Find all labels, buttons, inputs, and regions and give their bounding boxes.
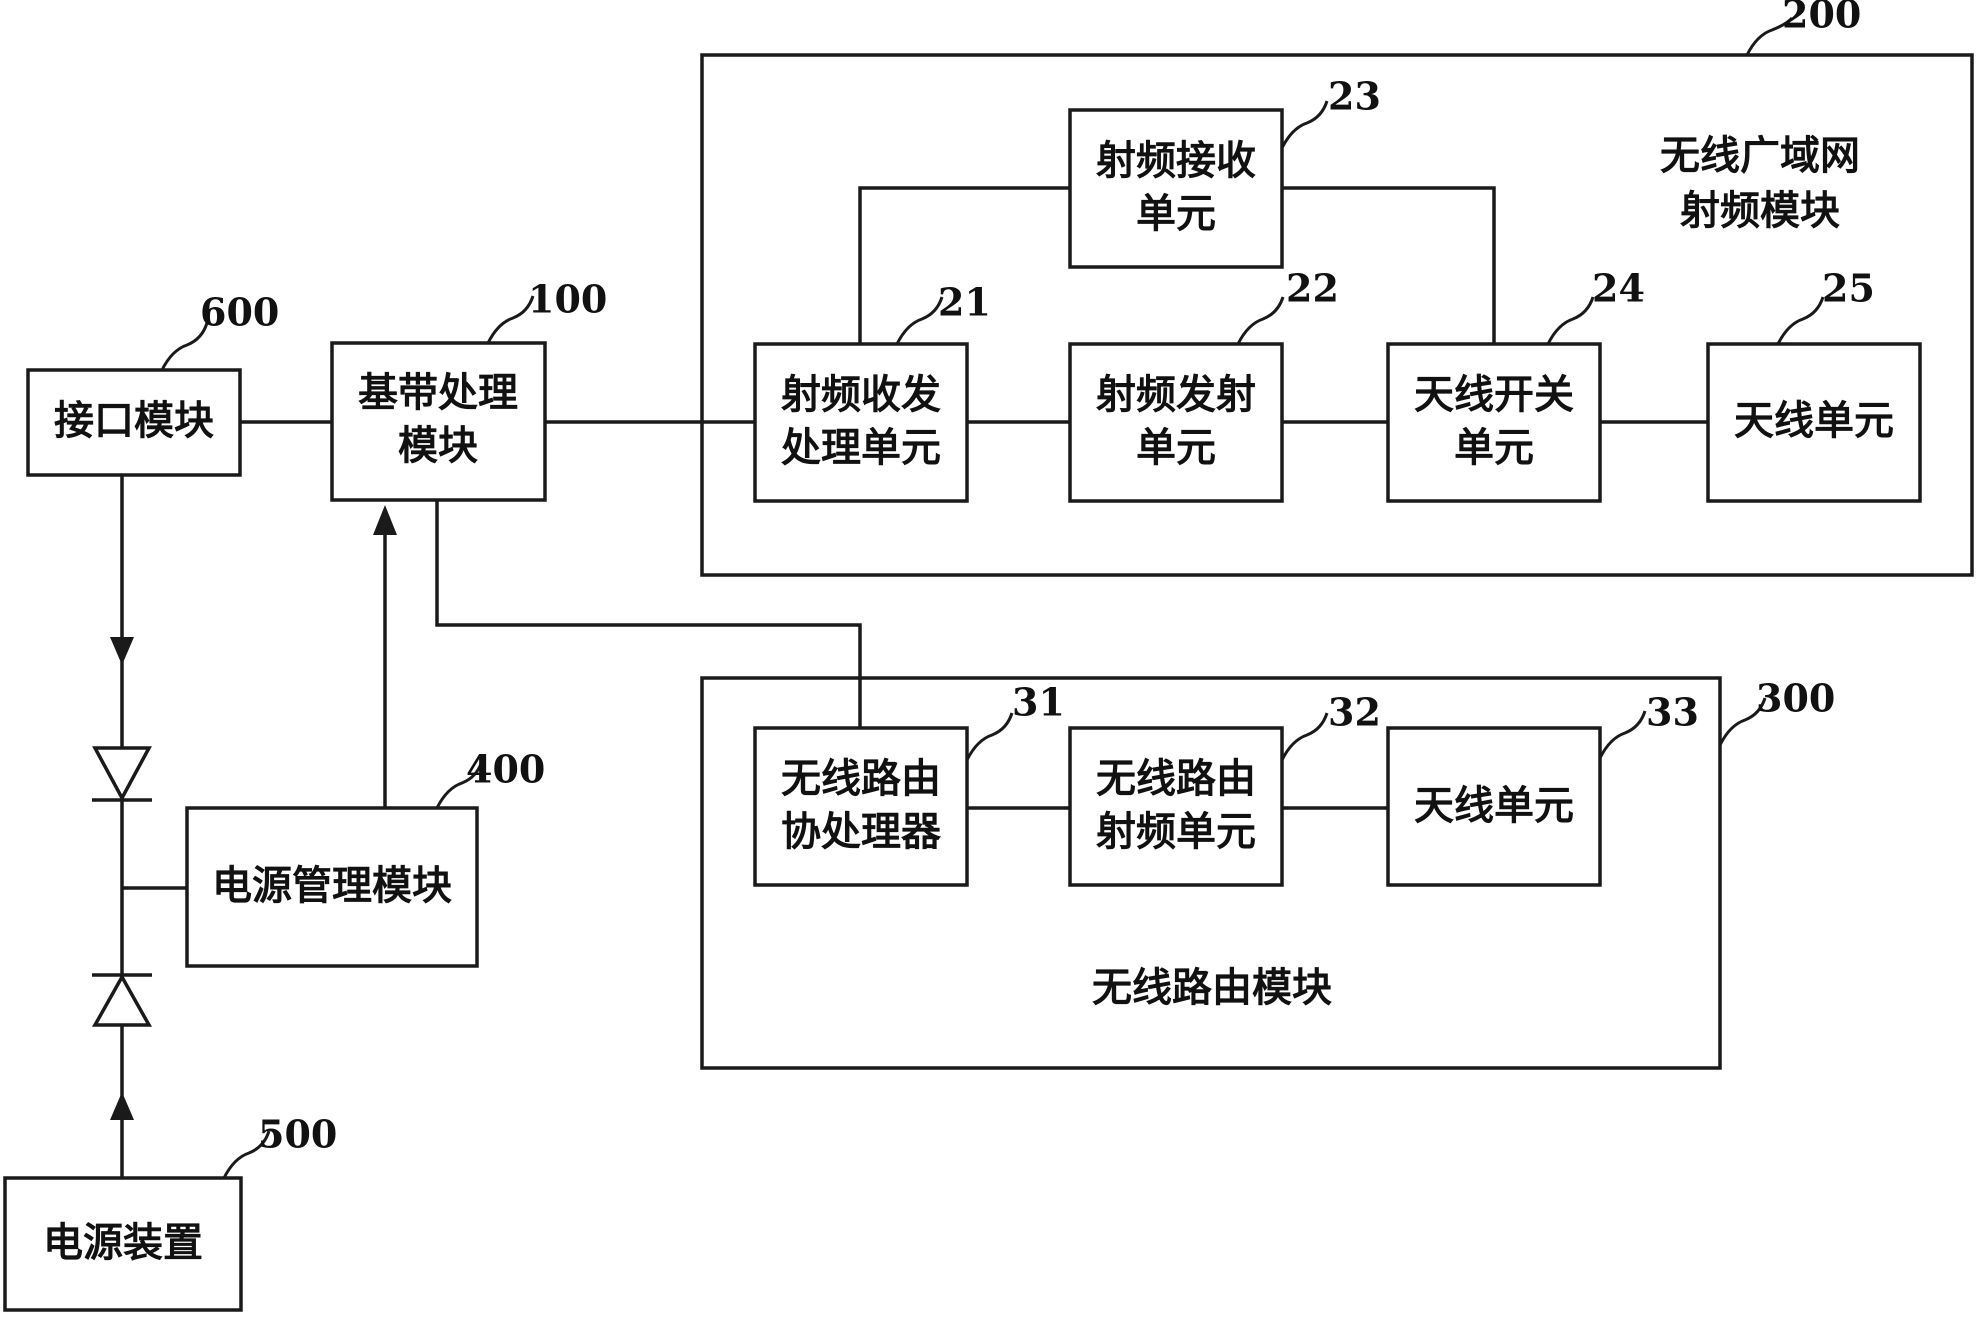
rf-receive-unit: 射频接收 单元 (1068, 108, 1284, 269)
switch-label-line2: 单元 (1454, 425, 1534, 471)
ref-600: 600 (200, 290, 279, 335)
diode-upper (92, 746, 152, 802)
router-rf-label-line2: 射频单元 (1096, 809, 1256, 855)
ref-22: 22 (1286, 266, 1339, 311)
ref-400: 400 (466, 747, 545, 792)
switch-label-line1: 天线开关 (1414, 372, 1574, 418)
router-module-title: 无线路由模块 (1092, 965, 1332, 1011)
diode-lower (92, 973, 152, 1027)
baseband-label-line1: 基带处理 (358, 370, 518, 416)
ref-200: 200 (1782, 0, 1861, 37)
router-rf-unit: 无线路由 射频单元 (1068, 726, 1284, 887)
ref-500: 500 (258, 1112, 337, 1157)
ref-25: 25 (1822, 266, 1875, 311)
power-supply-label: 电源装置 (43, 1220, 203, 1266)
receive-label-line1: 射频接收 (1096, 138, 1256, 184)
receive-label-line2: 单元 (1136, 191, 1216, 237)
interface-module: 接口模块 (26, 368, 242, 477)
wireless-router-module-frame (700, 676, 1722, 1070)
router-rf-label-line1: 无线路由 (1096, 756, 1256, 802)
wire-receive-switch (1282, 186, 1496, 344)
connections (120, 186, 1708, 1178)
wwan-rf-module-frame (700, 53, 1974, 577)
wwan-title-line1: 无线广域网 (1660, 133, 1860, 179)
ref-300: 300 (1756, 676, 1835, 721)
wwan-antenna-label: 天线单元 (1734, 398, 1894, 444)
ref-24: 24 (1592, 266, 1645, 311)
transceiver-label-line2: 处理单元 (781, 425, 941, 471)
power-supply: 电源装置 (3, 1176, 243, 1312)
baseband-module: 基带处理 模块 (330, 341, 547, 502)
router-coprocessor: 无线路由 协处理器 (753, 726, 969, 887)
router-antenna-unit: 天线单元 (1386, 726, 1602, 887)
ref-31: 31 (1012, 680, 1065, 725)
wwan-antenna-unit: 天线单元 (1706, 342, 1922, 503)
wire-baseband-coprocessor (435, 500, 862, 728)
antenna-switch-unit: 天线开关 单元 (1386, 342, 1602, 503)
router-antenna-label: 天线单元 (1414, 783, 1574, 829)
coprocessor-label-line1: 无线路由 (781, 756, 941, 802)
transmit-label-line2: 单元 (1136, 425, 1216, 471)
ref-23: 23 (1328, 74, 1381, 119)
power-management-module: 电源管理模块 (185, 806, 479, 968)
interface-module-label: 接口模块 (54, 398, 214, 444)
power-mgmt-label: 电源管理模块 (212, 863, 452, 909)
ref-21: 21 (938, 280, 991, 325)
arrow-up-from-power-supply (110, 1092, 134, 1120)
ref-33: 33 (1646, 690, 1699, 735)
wwan-title-line2: 射频模块 (1680, 188, 1840, 234)
baseband-label-line2: 模块 (398, 423, 478, 469)
arrow-down-from-interface (110, 637, 134, 665)
ref-32: 32 (1328, 690, 1381, 735)
coprocessor-label-line2: 协处理器 (781, 809, 942, 855)
transmit-label-line1: 射频发射 (1096, 372, 1256, 418)
arrow-up-to-baseband (373, 505, 397, 535)
reference-labels: 600 100 400 500 200 300 21 22 23 24 25 3… (160, 0, 1875, 1179)
transceiver-label-line1: 射频收发 (781, 372, 941, 418)
rf-transmit-unit: 射频发射 单元 (1068, 342, 1284, 503)
rf-transceiver-unit: 射频收发 处理单元 (753, 342, 969, 503)
wire-transceiver-receive (858, 186, 1070, 344)
ref-100: 100 (528, 277, 607, 322)
